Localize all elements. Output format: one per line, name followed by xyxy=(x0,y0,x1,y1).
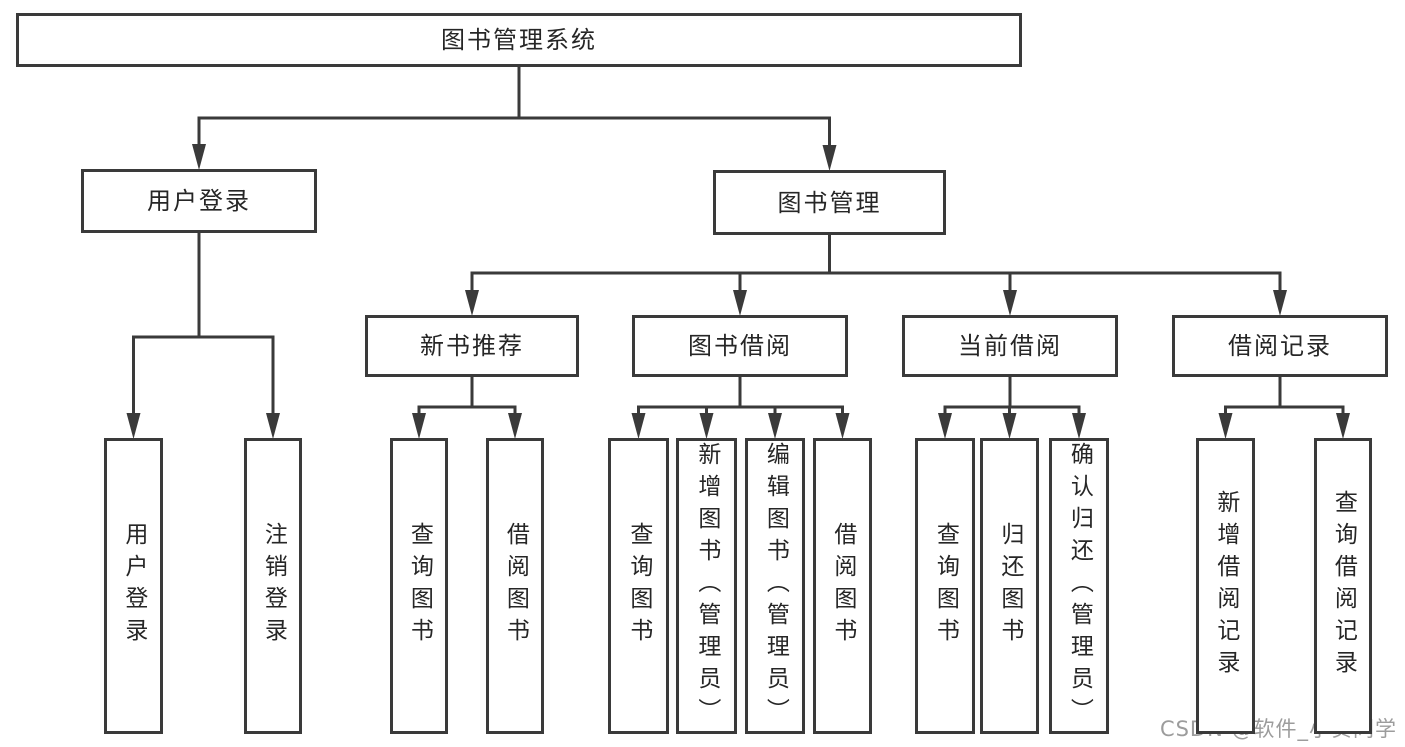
arrow-down-icon xyxy=(1003,290,1017,316)
arrow-down-icon xyxy=(1218,413,1233,439)
arrow-down-icon xyxy=(266,413,280,439)
node-logout: 注销登录 xyxy=(244,438,302,734)
node-cb-return-books: 归还图书 xyxy=(980,438,1039,734)
arrow-down-icon xyxy=(733,290,747,316)
node-cb-query-books: 查询图书 xyxy=(915,438,975,734)
arrow-down-icon xyxy=(412,413,426,439)
connector-line xyxy=(943,376,1081,424)
connector-line xyxy=(470,234,1282,301)
arrow-down-icon xyxy=(938,413,952,439)
node-br-query-record: 查询借阅记录 xyxy=(1314,438,1372,734)
node-rec-borrow-books: 借阅图书 xyxy=(486,438,544,734)
node-current-borrow: 当前借阅 xyxy=(902,315,1118,377)
arrow-down-icon xyxy=(699,413,714,439)
node-bb-edit-books-admin: 编辑图书（管理员） xyxy=(745,438,805,734)
arrow-down-icon xyxy=(822,145,837,171)
node-cb-confirm-admin: 确认归还（管理员） xyxy=(1049,438,1109,734)
arrow-down-icon xyxy=(768,413,782,439)
node-borrow-records: 借阅记录 xyxy=(1172,315,1388,377)
connector-line xyxy=(637,376,844,424)
arrow-down-icon xyxy=(126,413,141,439)
arrow-down-icon xyxy=(508,413,522,439)
arrow-down-icon xyxy=(1072,413,1086,439)
connector-line xyxy=(132,232,275,424)
arrow-down-icon xyxy=(1273,290,1287,316)
node-book-mgmt: 图书管理 xyxy=(713,170,946,235)
arrow-down-icon xyxy=(1336,413,1350,439)
arrow-down-icon xyxy=(192,144,206,170)
node-br-add-record: 新增借阅记录 xyxy=(1196,438,1255,734)
arrow-down-icon xyxy=(835,413,850,439)
arrow-down-icon xyxy=(1002,413,1017,439)
node-root: 图书管理系统 xyxy=(16,13,1022,67)
node-bb-borrow-books: 借阅图书 xyxy=(813,438,872,734)
node-user-login: 用户登录 xyxy=(81,169,317,233)
arrow-down-icon xyxy=(465,290,479,316)
node-book-borrow: 图书借阅 xyxy=(632,315,848,377)
node-login: 用户登录 xyxy=(104,438,163,734)
node-bb-add-books-admin: 新增图书（管理员） xyxy=(676,438,737,734)
connector-line xyxy=(417,376,517,424)
arrow-down-icon xyxy=(631,413,646,439)
connector-line xyxy=(1224,376,1345,424)
node-rec-query-books: 查询图书 xyxy=(390,438,448,734)
connector-line xyxy=(197,66,831,156)
node-bb-query-books: 查询图书 xyxy=(608,438,669,734)
node-new-book-rec: 新书推荐 xyxy=(365,315,579,377)
